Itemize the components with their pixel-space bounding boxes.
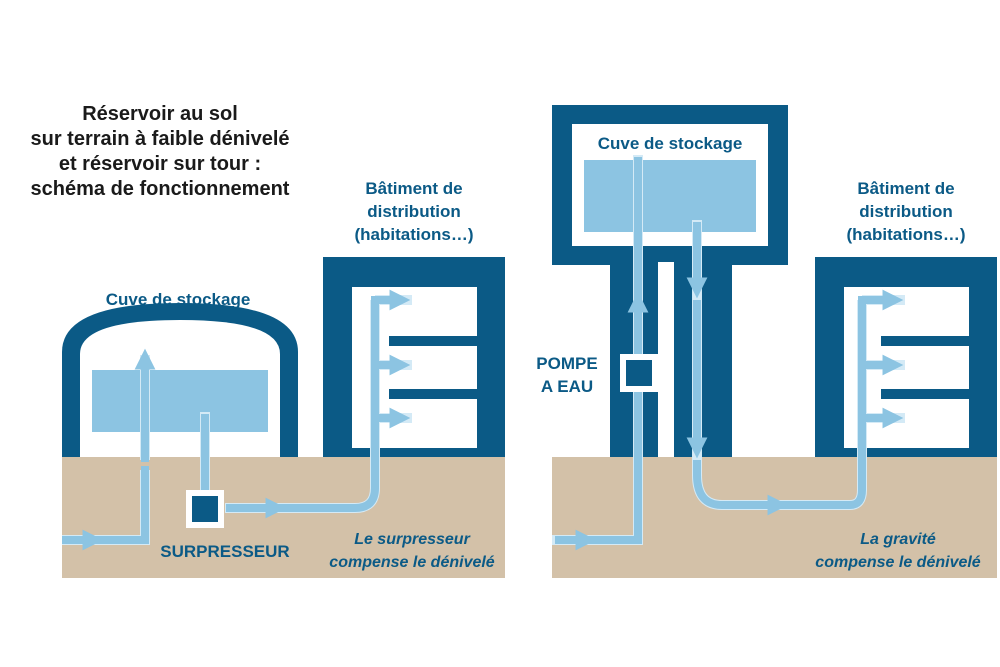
building-label-line: Bâtiment de: [857, 179, 954, 198]
tank-label: Cuve de stockage: [106, 290, 251, 309]
building-label-line: Bâtiment de: [365, 179, 462, 198]
diagram-title: Réservoir au sol sur terrain à faible dé…: [31, 103, 290, 200]
building-floor: [881, 336, 969, 346]
note-line: Le surpresseur: [354, 531, 470, 548]
title-line: Réservoir au sol: [82, 103, 238, 125]
booster-label: SURPRESSEUR: [160, 542, 289, 561]
pump-label-line: POMPE: [536, 354, 597, 373]
booster-pump-icon: [192, 496, 218, 522]
title-line: et réservoir sur tour :: [59, 153, 261, 175]
tower-gap: [658, 262, 674, 457]
building-label-line: distribution: [859, 202, 952, 221]
stored-water: [92, 370, 268, 432]
left-panel-ground-reservoir: Cuve de stockage Bâtiment de distributio…: [62, 179, 505, 578]
title-line: sur terrain à faible dénivelé: [31, 128, 290, 150]
title-line: schéma de fonctionnement: [31, 178, 290, 200]
note-line: La gravité: [860, 531, 936, 548]
stored-water: [584, 160, 756, 232]
building-label-line: (habitations…): [847, 225, 966, 244]
building-floor: [389, 389, 477, 399]
pump-label-line: A EAU: [541, 377, 593, 396]
tank-label: Cuve de stockage: [598, 134, 743, 153]
building-floor: [389, 336, 477, 346]
flow-arrows: [62, 289, 411, 551]
note-line: compense le dénivelé: [329, 554, 495, 571]
building-label-line: distribution: [367, 202, 460, 221]
right-panel-water-tower: Cuve de stockage Bâtiment de distributio…: [536, 105, 997, 578]
building-floor: [881, 389, 969, 399]
note-line: compense le dénivelé: [815, 554, 981, 571]
flow-arrow-to-building: [226, 289, 411, 512]
water-pump-icon: [626, 360, 652, 386]
ground: [552, 457, 997, 578]
flow-arrow-to-building: [693, 289, 904, 509]
building-label-line: (habitations…): [355, 225, 474, 244]
